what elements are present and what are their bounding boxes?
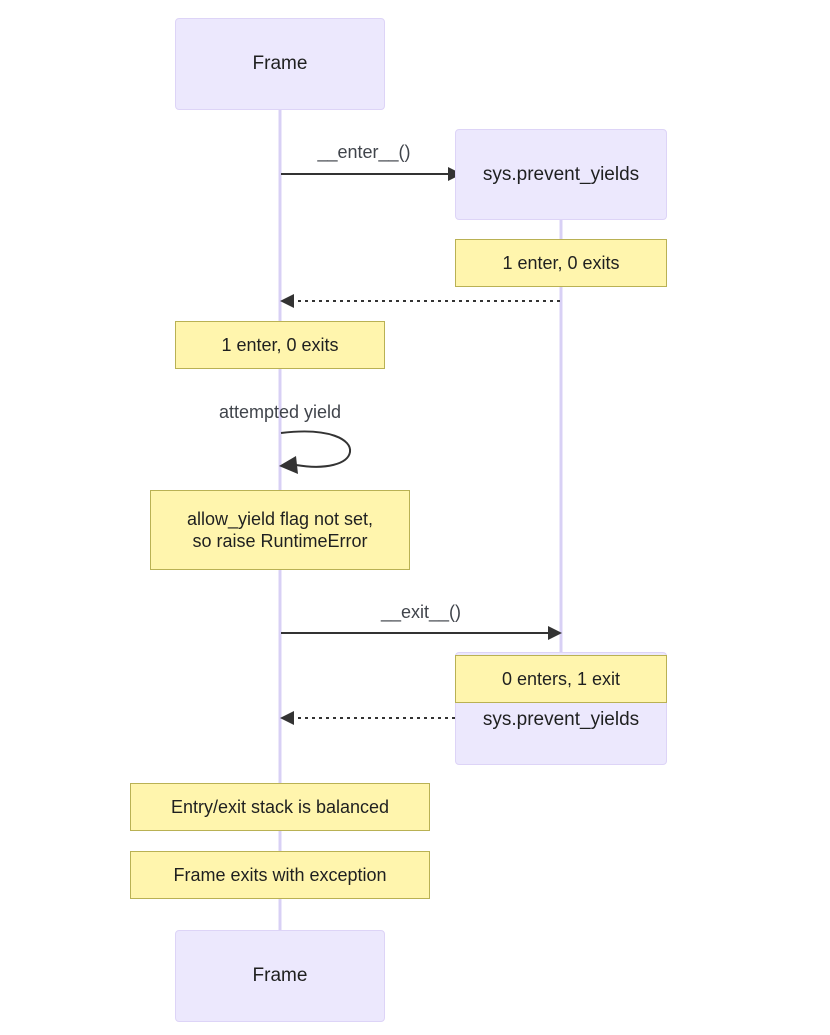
note-balanced-text: Entry/exit stack is balanced bbox=[170, 796, 390, 817]
message-self-loop-attempted-yield bbox=[279, 430, 352, 474]
actor-box-frame-top[interactable]: Frame bbox=[175, 18, 385, 110]
note-prevent-enter: 1 enter, 0 exits bbox=[455, 239, 667, 287]
actor-label-frame-bottom: Frame bbox=[252, 965, 308, 986]
note-runtime-error-line2: so raise RuntimeError bbox=[192, 531, 368, 551]
actor-label-prevent-yields-top: sys.prevent_yields bbox=[482, 163, 640, 185]
message-arrow-exit bbox=[281, 626, 562, 640]
actor-box-prevent-yields-top[interactable]: sys.prevent_yields bbox=[455, 129, 667, 220]
note-prevent-exit-text: 0 enters, 1 exit bbox=[501, 668, 621, 689]
note-exception-text: Frame exits with exception bbox=[173, 864, 387, 885]
note-runtime-error: allow_yield flag not set, so raise Runti… bbox=[150, 490, 410, 570]
message-label-attempted-yield: attempted yield bbox=[218, 402, 342, 422]
note-frame-enter-text: 1 enter, 0 exits bbox=[221, 334, 339, 355]
note-prevent-exit: 0 enters, 1 exit bbox=[455, 655, 667, 703]
actor-box-frame-bottom[interactable]: Frame bbox=[175, 930, 385, 1022]
actor-label-prevent-yields-bottom: sys.prevent_yields bbox=[482, 709, 640, 730]
note-balanced: Entry/exit stack is balanced bbox=[130, 783, 430, 831]
note-frame-enter: 1 enter, 0 exits bbox=[175, 321, 385, 369]
message-label-exit: __exit__() bbox=[380, 602, 462, 622]
message-label-enter: __enter__() bbox=[317, 142, 411, 162]
note-exception: Frame exits with exception bbox=[130, 851, 430, 899]
actor-label-frame-top: Frame bbox=[252, 53, 308, 74]
note-prevent-enter-text: 1 enter, 0 exits bbox=[502, 252, 620, 273]
message-arrow-return-enter bbox=[280, 294, 560, 308]
note-runtime-error-line1: allow_yield flag not set, bbox=[186, 508, 374, 529]
message-arrow-enter bbox=[281, 167, 462, 181]
message-arrow-return-exit bbox=[280, 711, 455, 725]
